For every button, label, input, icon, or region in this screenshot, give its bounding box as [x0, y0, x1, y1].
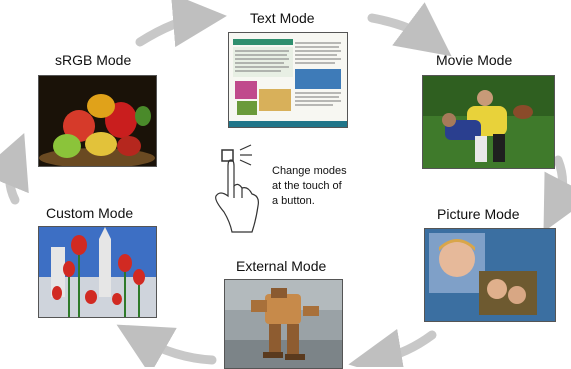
text-mode-label: Text Mode [250, 10, 315, 26]
arrow-movie-to-picture [543, 155, 571, 232]
arrow-picture-to-external [348, 328, 437, 367]
arrow-text-to-movie [367, 2, 452, 57]
hint-text: Change modes at the touch of a button. [272, 165, 347, 207]
picture-mode-thumbnail [424, 228, 556, 322]
arrow-custom-to-srgb [0, 133, 29, 205]
picture-mode-label: Picture Mode [437, 206, 520, 222]
arrow-external-to-custom [116, 324, 217, 367]
movie-mode-label: Movie Mode [436, 52, 513, 68]
srgb-mode-label: sRGB Mode [55, 52, 132, 68]
external-mode-thumbnail [224, 279, 343, 369]
movie-mode-thumbnail [422, 75, 555, 169]
arrow-srgb-to-text [135, 0, 227, 48]
text-mode-thumbnail [228, 32, 348, 128]
custom-mode-thumbnail [38, 226, 157, 318]
custom-mode-label: Custom Mode [46, 205, 134, 221]
external-mode-label: External Mode [236, 258, 327, 274]
srgb-mode-thumbnail [38, 75, 157, 167]
